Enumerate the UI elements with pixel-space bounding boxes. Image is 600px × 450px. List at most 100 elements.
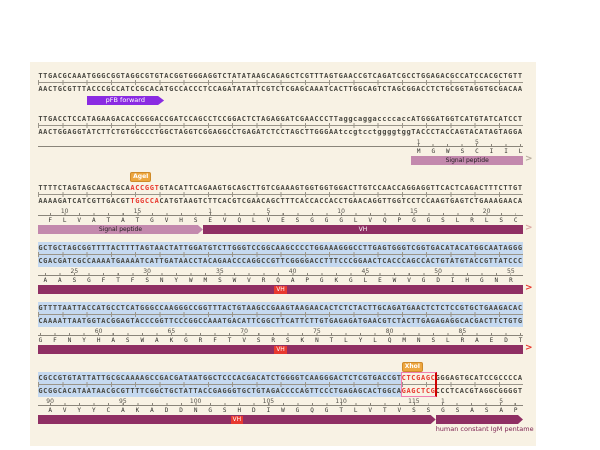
translated-amino-acid: N [315, 337, 319, 344]
translated-amino-acid: Y [77, 407, 82, 414]
translated-amino-acid: V [62, 407, 67, 414]
annotation-continues-icon: > [525, 283, 533, 293]
translated-amino-acid: G [349, 277, 353, 284]
translated-amino-acid: S [431, 337, 436, 344]
annotation-bar-vh[interactable]: VH [38, 345, 523, 354]
translated-amino-acid: P [397, 217, 402, 224]
translated-amino-acid: M [402, 337, 406, 344]
translated-amino-acid: G [324, 217, 329, 224]
translated-amino-acid: D [436, 277, 440, 284]
translated-amino-acid: G [324, 407, 329, 414]
translated-amino-acid: R [198, 337, 203, 344]
translated-amino-acid: G [479, 277, 484, 284]
translated-amino-acid: T [382, 407, 387, 414]
translated-amino-acid: K [334, 277, 339, 284]
translated-amino-acid: A [155, 337, 159, 344]
translated-amino-acid: K [300, 337, 305, 344]
translated-amino-acid: T [339, 407, 343, 414]
aa-ruler-ticks [49, 403, 429, 405]
annotation-label: VH [232, 415, 242, 423]
aa-ruler-number: 20 [482, 208, 491, 215]
aa-ruler-number: 35 [216, 268, 224, 275]
annotation-bar-signal-peptide[interactable]: Signal peptide [411, 156, 523, 165]
translated-amino-acid: S [125, 337, 130, 344]
aa-ruler-number: 90 [46, 398, 54, 405]
aa-ruler-number: 25 [70, 268, 79, 275]
translated-amino-acid: V [247, 277, 251, 284]
annotation-label: human constant IgM pentame [435, 425, 534, 433]
translated-amino-acid: A [58, 277, 62, 284]
aa-ruler-number: 5 [475, 139, 479, 146]
translated-amino-acid: V [397, 407, 402, 414]
aa-ruler-number: 110 [335, 398, 347, 405]
restriction-site-badge[interactable]: AgeI [130, 172, 152, 182]
aa-ruler-number: 50 [434, 268, 442, 275]
translated-amino-acid: A [121, 217, 125, 224]
translated-amino-acid: W [281, 407, 285, 414]
translated-amino-acid: A [91, 217, 96, 224]
annotation-bar-igm[interactable] [436, 415, 523, 424]
translated-amino-acid: Q [382, 217, 387, 224]
translated-amino-acid: G [412, 217, 416, 224]
translated-amino-acid: S [218, 277, 222, 284]
translated-amino-acid: F [213, 337, 217, 344]
translated-amino-acid: E [489, 337, 494, 344]
base-pair-ruler [38, 80, 523, 85]
translated-amino-acid: A [111, 337, 115, 344]
annotation-bar-vh[interactable]: VH [38, 285, 523, 294]
annotation-bar-signal-peptide[interactable]: Signal peptide [38, 225, 203, 234]
aa-ruler-number: 45 [361, 268, 370, 275]
translated-amino-acid: D [504, 337, 508, 344]
translated-amino-acid: L [353, 217, 358, 224]
translated-amino-acid: N [159, 277, 164, 284]
translated-amino-acid: L [484, 217, 489, 224]
translated-amino-acid: V [222, 217, 227, 224]
base-pair-ruler [38, 123, 523, 128]
translated-amino-acid: D [179, 407, 183, 414]
translated-amino-acid: I [504, 148, 508, 155]
translated-amino-acid: W [140, 337, 145, 344]
translated-amino-acid: W [232, 277, 237, 284]
translated-amino-acid: W [446, 148, 450, 155]
translated-amino-acid: S [441, 217, 445, 224]
aa-ruler-number: 75 [313, 328, 321, 335]
annotation-bar-vh[interactable]: VH [38, 415, 436, 424]
aa-ruler-line [38, 215, 523, 216]
translated-amino-acid: D [164, 407, 169, 414]
translated-amino-acid: W [188, 277, 193, 284]
translated-amino-acid: S [285, 337, 290, 344]
translated-amino-acid: G [441, 407, 445, 414]
translated-amino-acid: S [455, 407, 460, 414]
primer-arrow[interactable]: pFB forward [87, 96, 165, 105]
translated-amino-acid: M [416, 148, 421, 155]
translated-amino-acid: T [116, 277, 120, 284]
translated-amino-acid: V [77, 217, 82, 224]
translated-amino-acid: Y [174, 277, 179, 284]
translated-amino-acid: H [179, 217, 183, 224]
annotation-bar-vh[interactable]: VH [202, 225, 523, 234]
base-pair-ruler [38, 192, 523, 197]
translated-amino-acid: L [373, 337, 377, 344]
translated-amino-acid: A [43, 277, 48, 284]
translated-amino-acid: H [96, 337, 101, 344]
translated-amino-acid: A [499, 407, 503, 414]
translated-amino-acid: R [271, 337, 276, 344]
translated-amino-acid: G [426, 217, 431, 224]
restriction-site-badge[interactable]: XhoI [401, 362, 424, 372]
translated-amino-acid: L [455, 217, 460, 224]
aa-ruler-line [38, 405, 523, 406]
